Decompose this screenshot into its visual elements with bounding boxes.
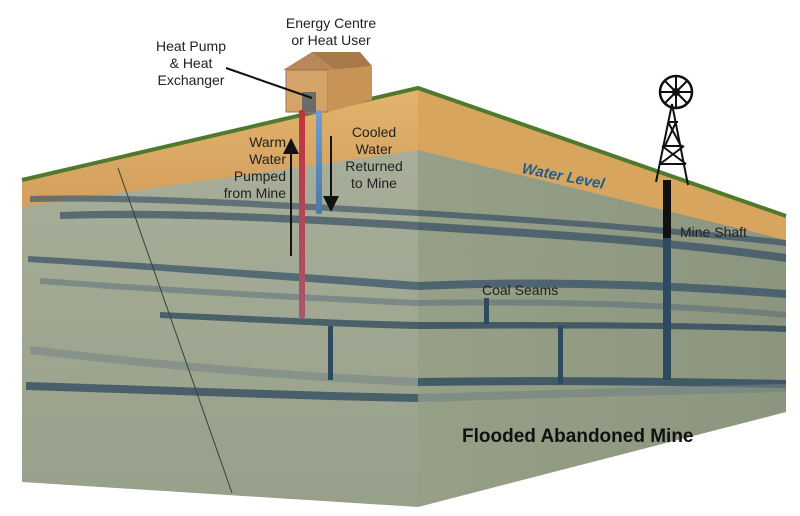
mine-shaft-top bbox=[663, 180, 671, 238]
warm-water-label: Warm Water Pumped from Mine bbox=[216, 134, 286, 202]
heat-pump-pointer bbox=[225, 67, 313, 99]
coal-seams-side bbox=[418, 210, 786, 402]
coal-seams-label: Coal Seams bbox=[482, 282, 559, 298]
diagram-title: Flooded Abandoned Mine bbox=[462, 426, 694, 447]
mine-shaft bbox=[663, 180, 671, 380]
warm-water-line-3: Pumped bbox=[233, 168, 286, 184]
heat-pump-line-1: Heat Pump bbox=[155, 38, 227, 54]
energy-centre-line-1: Energy Centre bbox=[285, 15, 377, 31]
gallery-shaft-3 bbox=[484, 298, 489, 324]
cooled-water-pipe bbox=[316, 110, 322, 214]
heat-pump-line-3: Exchanger bbox=[157, 72, 225, 88]
warm-water-line-4: from Mine bbox=[223, 185, 286, 201]
warm-water-line-2: Water bbox=[249, 151, 286, 167]
cooled-water-line-4: to Mine bbox=[351, 175, 397, 191]
energy-centre-line-2: or Heat User bbox=[291, 32, 371, 48]
cooled-water-label: Cooled Water Returned to Mine bbox=[336, 124, 412, 192]
warm-water-line-1: Warm bbox=[249, 134, 286, 150]
cooled-water-line-2: Water bbox=[355, 141, 393, 157]
soil-layer-side bbox=[418, 88, 786, 240]
gallery-shaft-1 bbox=[328, 326, 333, 380]
warm-water-pipe bbox=[299, 110, 305, 318]
headframe-tower bbox=[655, 74, 694, 186]
heat-pump-label: Heat Pump & Heat Exchanger bbox=[143, 38, 239, 89]
mine-shaft-label: Mine Shaft bbox=[680, 224, 747, 240]
gallery-shaft-2 bbox=[558, 326, 563, 384]
energy-centre-building bbox=[283, 52, 372, 113]
coal-seams-front bbox=[26, 195, 418, 402]
grass-top bbox=[21, 85, 787, 218]
heat-pump-line-2: & Heat bbox=[169, 55, 213, 71]
energy-centre-label: Energy Centre or Heat User bbox=[276, 15, 386, 49]
cooled-water-line-1: Cooled bbox=[351, 124, 397, 140]
fault-line bbox=[117, 167, 233, 494]
cooled-water-line-3: Returned bbox=[345, 158, 403, 174]
